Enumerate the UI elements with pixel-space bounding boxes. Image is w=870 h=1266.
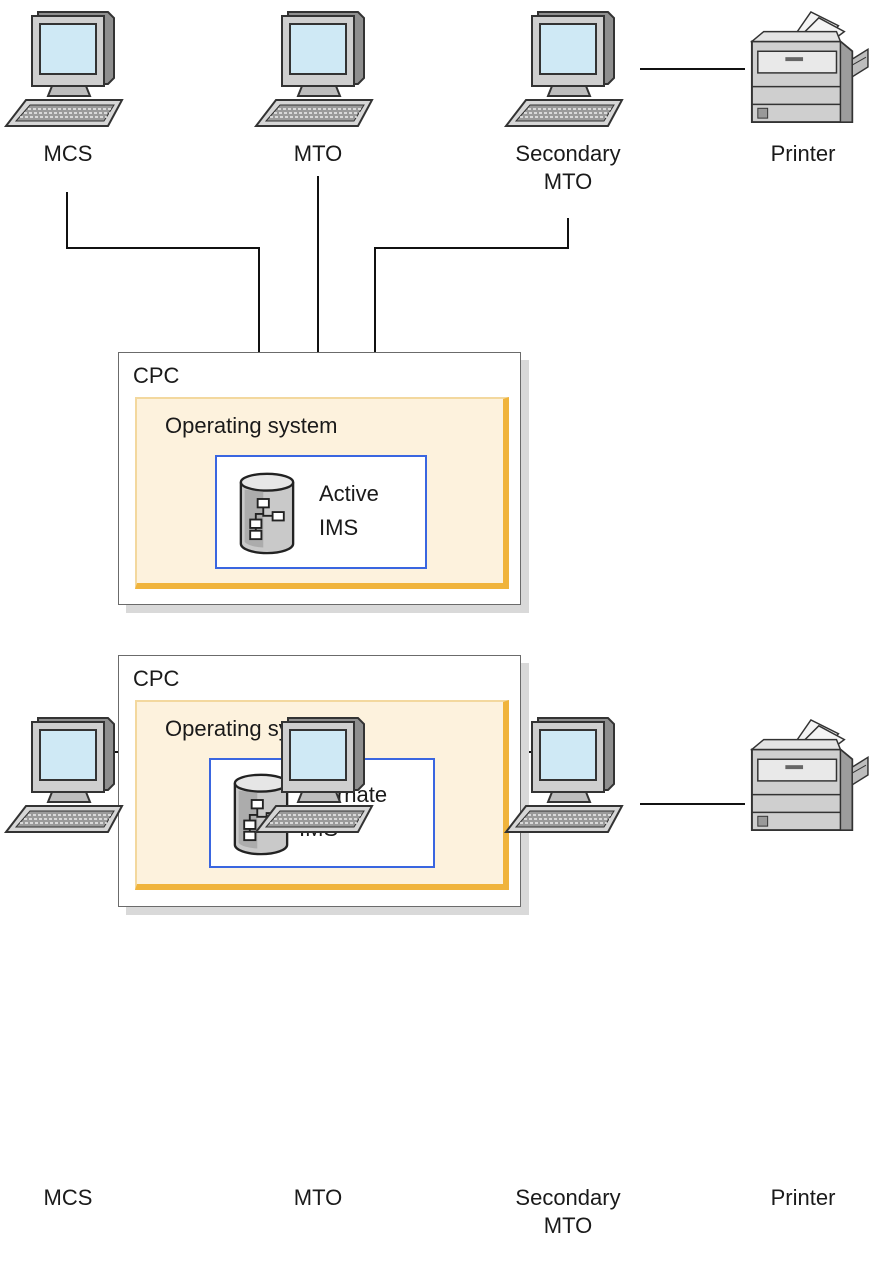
secondary-mto-bottom-label: Secondary MTO [483, 1184, 653, 1240]
mcs-top-link [66, 192, 260, 398]
mto-bottom-computer-icon [250, 714, 390, 834]
mto-top-label: MTO [293, 141, 343, 166]
secondary-mto-top-label: Secondary MTO [483, 140, 653, 196]
printer-bottom-label: Printer [770, 1185, 836, 1210]
active-ims-line2: IMS [319, 515, 359, 540]
secondary-mto-bottom-computer-icon [500, 714, 640, 834]
mto-bottom-label: MTO [293, 1185, 343, 1210]
alternate-cpc-label: CPC [133, 666, 180, 691]
active-cpc-box: CPC Operating system Active IMS [118, 352, 521, 605]
mcs-top-computer-icon [0, 8, 140, 128]
secondary-mto-top-line1: Secondary [515, 141, 621, 166]
active-cpc-label: CPC [133, 363, 180, 388]
active-ims-label: Active IMS [319, 477, 379, 545]
printer-top-label: Printer [770, 141, 836, 166]
mcs-top-label: MCS [43, 141, 93, 166]
secondary-mto-top-link [374, 218, 569, 398]
active-ims-line1: Active [319, 481, 379, 506]
secondary-mto-top-line2: MTO [543, 169, 593, 194]
secondary-mto-bottom-line1: Secondary [515, 1185, 621, 1210]
secondary-mto-top-computer-icon [500, 8, 640, 128]
secondary-mto-bottom-line2: MTO [543, 1213, 593, 1238]
active-operating-system-box: Operating system Active IMS [135, 397, 509, 589]
printer-top-icon [742, 8, 870, 126]
mcs-bottom-computer-icon [0, 714, 140, 834]
database-icon [237, 471, 297, 555]
active-os-label: Operating system [165, 413, 338, 438]
printer-bottom-icon [742, 716, 870, 834]
mto-top-computer-icon [250, 8, 390, 128]
active-ims-box: Active IMS [215, 455, 427, 569]
mcs-bottom-label: MCS [43, 1185, 93, 1210]
